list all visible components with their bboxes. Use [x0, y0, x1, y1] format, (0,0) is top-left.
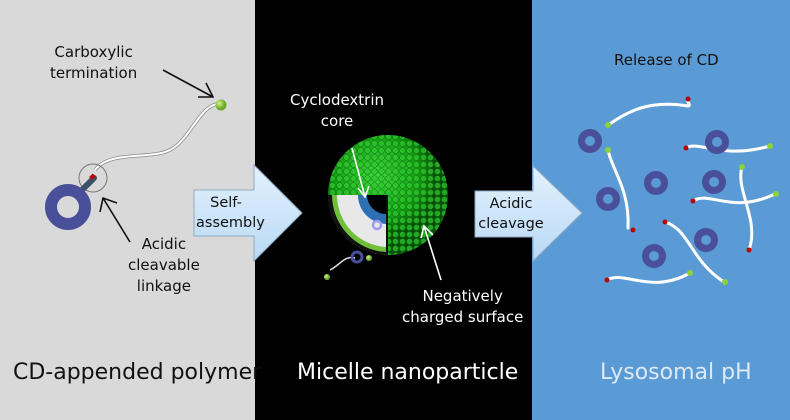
panel-title-polymer: CD-appended polymer: [13, 360, 262, 385]
label-carboxylic-termination: Carboxylic termination: [50, 42, 137, 84]
panel-title-micelle: Micelle nanoparticle: [297, 360, 519, 385]
released-cd-illustration: [578, 96, 779, 285]
label-line: linkage: [136, 277, 192, 295]
label-line: cleavage: [478, 216, 544, 232]
label-acidic-cleavable-linkage: Acidic cleavable linkage: [128, 234, 200, 297]
label-line: Carboxylic: [54, 43, 133, 61]
acidic-cleavage-arrow: [474, 164, 583, 263]
arrow-label-self-assembly: Self- assembly: [196, 193, 265, 233]
arrow-label-acidic-cleavage: Acidic cleavage: [476, 194, 546, 234]
cyclodextrin-torus-icon: [45, 184, 91, 230]
micelle-illustration: [324, 135, 448, 281]
label-line: termination: [50, 64, 138, 82]
label-line: Cyclodextrin: [290, 91, 385, 109]
label-line: assembly: [196, 215, 265, 231]
label-line: core: [320, 112, 354, 130]
carboxylic-end-ball: [215, 99, 227, 111]
label-line: charged surface: [402, 308, 524, 326]
label-negatively-charged-surface: Negatively charged surface: [402, 286, 523, 328]
label-line: Self-: [210, 195, 242, 211]
label-line: Acidic: [141, 235, 187, 253]
label-cyclodextrin-core: Cyclodextrin core: [290, 90, 384, 132]
self-assembly-arrow: [193, 163, 303, 263]
polymer-illustration: [45, 69, 227, 243]
label-release-of-cd: Release of CD: [614, 51, 719, 69]
linkage-highlight-circle: [78, 163, 108, 193]
label-line: cleavable: [128, 256, 200, 274]
panel-title-lysosome: Lysosomal pH: [600, 360, 752, 385]
label-line: Acidic: [489, 196, 533, 212]
label-line: Negatively: [422, 287, 503, 305]
